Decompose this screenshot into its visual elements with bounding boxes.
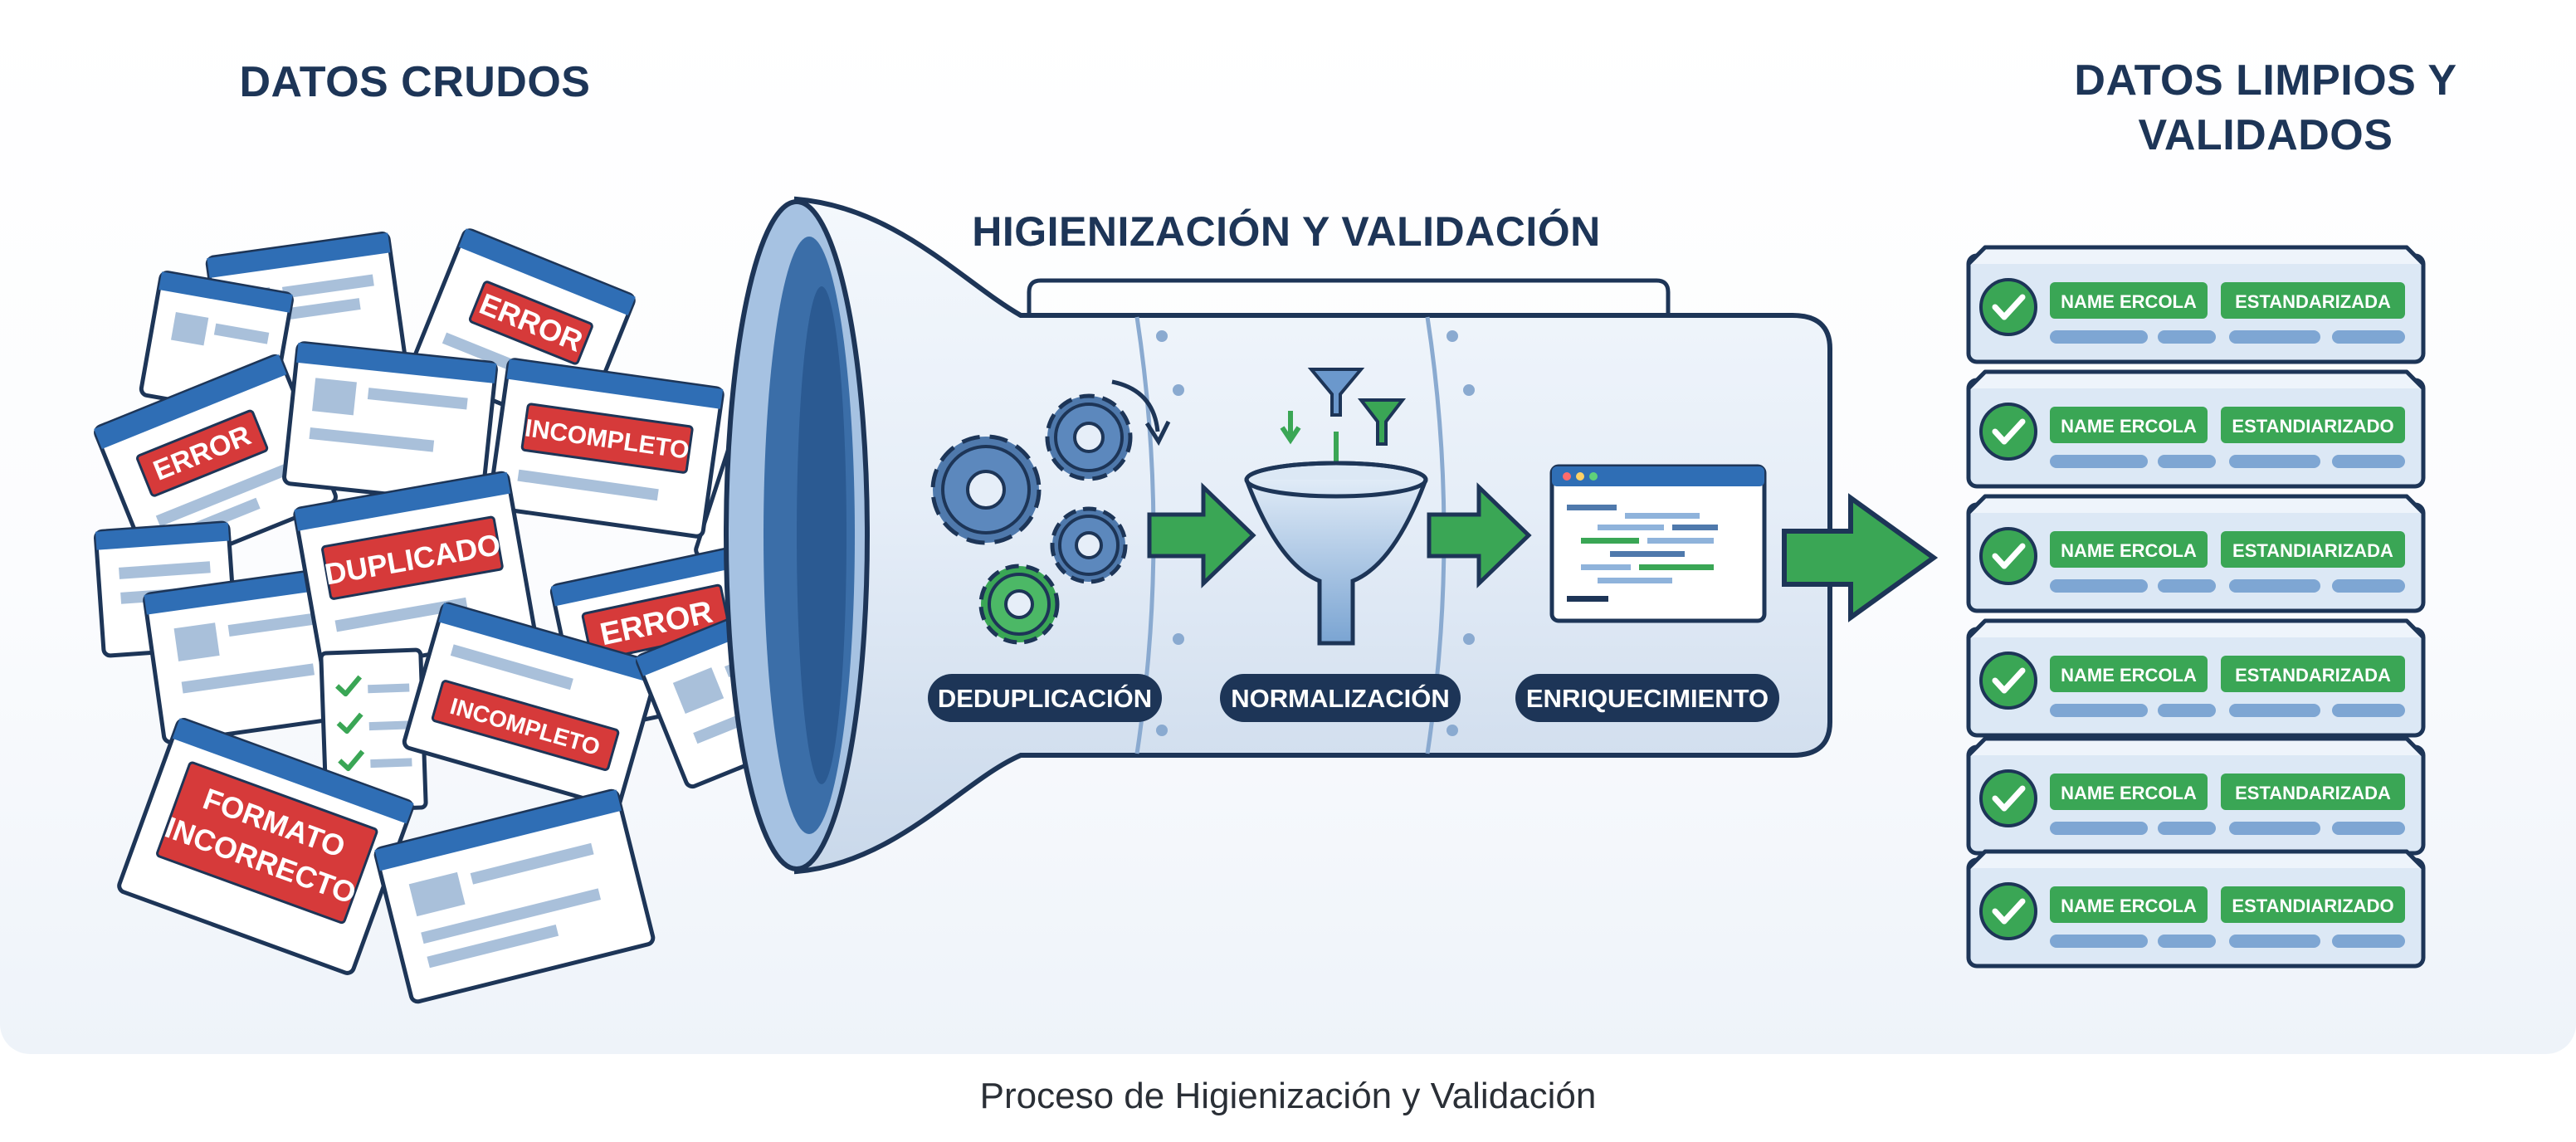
record-field-bar (2158, 455, 2216, 468)
record-tag-status-label: ESTANDIARIZADA (2232, 540, 2393, 561)
record-tag-name: NAME ERCOLA (2050, 407, 2208, 443)
funnel-filter-icon (1244, 368, 1428, 646)
record-tag-name-label: NAME ERCOLA (2061, 665, 2197, 686)
clean-record-card: NAME ERCOLA ESTANDARIZADA (1966, 618, 2426, 738)
record-tag-name: NAME ERCOLA (2050, 282, 2208, 319)
record-field-bar (2332, 455, 2405, 468)
record-field-bar (2332, 330, 2405, 344)
record-tag-name: NAME ERCOLA (2050, 886, 2208, 923)
raw-card (282, 341, 498, 505)
record-tag-name: NAME ERCOLA (2050, 656, 2208, 692)
check-icon (1979, 278, 2037, 336)
record-field-bar (2332, 704, 2405, 717)
record-field-bar (2229, 455, 2320, 468)
record-tag-name-label: NAME ERCOLA (2061, 896, 2197, 916)
record-field-bar (2229, 822, 2320, 835)
check-icon (1979, 527, 2037, 585)
record-field-bar (2229, 704, 2320, 717)
process-bracket (1027, 278, 1671, 314)
stage-pills: DEDUPLICACIÓN NORMALIZACIÓN ENRIQUECIMIE… (928, 674, 1779, 722)
gears-icon (930, 379, 1171, 645)
record-tag-status: ESTANDARIZADA (2221, 774, 2405, 810)
record-field-bar (2332, 822, 2405, 835)
record-field-bar (2229, 935, 2320, 948)
record-field-bar (2332, 935, 2405, 948)
record-field-bar (2050, 455, 2148, 468)
record-tag-name-label: NAME ERCOLA (2061, 783, 2197, 803)
raw-card (373, 788, 656, 1004)
clean-data-title-line1: DATOS LIMPIOS Y (2074, 56, 2457, 105)
stage-label: DEDUPLICACIÓN (938, 683, 1152, 713)
record-tag-name: NAME ERCOLA (2050, 531, 2208, 568)
record-tag-status-label: ESTANDARIZADA (2235, 665, 2391, 686)
raw-card: ERROR (94, 354, 338, 576)
record-tag-status-label: ESTANDIARIZADO (2232, 416, 2393, 437)
clean-record-card: NAME ERCOLA ESTANDARIZADA (1966, 245, 2426, 364)
record-field-bar (2050, 579, 2148, 593)
record-field-bar (2158, 822, 2216, 835)
record-tag-name: NAME ERCOLA (2050, 774, 2208, 810)
clean-record-card: NAME ERCOLA ESTANDIARIZADO (1966, 369, 2426, 489)
clean-data-title-line2: VALIDADOS (2138, 111, 2393, 159)
record-field-bar (2158, 704, 2216, 717)
record-tag-name-label: NAME ERCOLA (2061, 416, 2197, 437)
output-arrow-icon (1782, 493, 1939, 622)
clean-data-title: DATOS LIMPIOS Y VALIDADOS (1942, 53, 2576, 163)
record-tag-status-label: ESTANDARIZADA (2235, 783, 2391, 803)
stage-pill-normalizacion: NORMALIZACIÓN (1220, 674, 1461, 722)
record-tag-name-label: NAME ERCOLA (2061, 540, 2197, 561)
record-field-bar (2158, 935, 2216, 948)
record-tag-status: ESTANDIARIZADA (2221, 531, 2405, 568)
record-field-bar (2229, 579, 2320, 593)
record-field-bar (2050, 704, 2148, 717)
record-tag-status: ESTANDIARIZADO (2221, 407, 2405, 443)
record-tag-status-label: ESTANDARIZADA (2235, 291, 2391, 312)
check-icon (1979, 882, 2037, 940)
code-window-icon (1549, 464, 1767, 623)
process-title: HIGIENIZACIÓN Y VALIDACIÓN (972, 208, 1601, 255)
raw-card: INCOMPLETO (487, 358, 724, 539)
record-tag-name-label: NAME ERCOLA (2061, 291, 2197, 312)
clean-record-card: NAME ERCOLA ESTANDARIZADA (1966, 736, 2426, 856)
record-field-bar (2229, 330, 2320, 344)
stage-label: ENRIQUECIMIENTO (1526, 684, 1769, 713)
record-field-bar (2332, 579, 2405, 593)
record-tag-status: ESTANDIARIZADO (2221, 886, 2405, 923)
raw-card: INCOMPLETO (402, 602, 661, 809)
record-field-bar (2050, 935, 2148, 948)
check-icon (1979, 403, 2037, 461)
clean-record-card: NAME ERCOLA ESTANDIARIZADA (1966, 494, 2426, 613)
record-tag-status: ESTANDARIZADA (2221, 282, 2405, 319)
stage-label: NORMALIZACIÓN (1231, 683, 1449, 713)
arrow-right-icon (1147, 482, 1256, 588)
diagram-caption: Proceso de Higienización y Validación (979, 1076, 1597, 1116)
record-field-bar (2050, 822, 2148, 835)
record-field-bar (2158, 330, 2216, 344)
arrow-right-icon (1427, 482, 1532, 588)
raw-data-title: DATOS CRUDOS (239, 58, 591, 106)
raw-card (143, 567, 355, 744)
stage-pill-deduplicacion: DEDUPLICACIÓN (928, 674, 1162, 722)
check-icon (1979, 769, 2037, 827)
record-tag-status-label: ESTANDIARIZADO (2232, 896, 2393, 916)
check-icon (1979, 652, 2037, 710)
clean-records-stack: NAME ERCOLA ESTANDARIZADA NAME ERCOLA ESTAN… (1966, 245, 2426, 969)
record-field-bar (2050, 330, 2148, 344)
stage-pill-enriquecimiento: ENRIQUECIMIENTO (1515, 674, 1779, 722)
record-tag-status: ESTANDARIZADA (2221, 656, 2405, 692)
record-field-bar (2158, 579, 2216, 593)
clean-record-card: NAME ERCOLA ESTANDIARIZADO (1966, 849, 2426, 969)
